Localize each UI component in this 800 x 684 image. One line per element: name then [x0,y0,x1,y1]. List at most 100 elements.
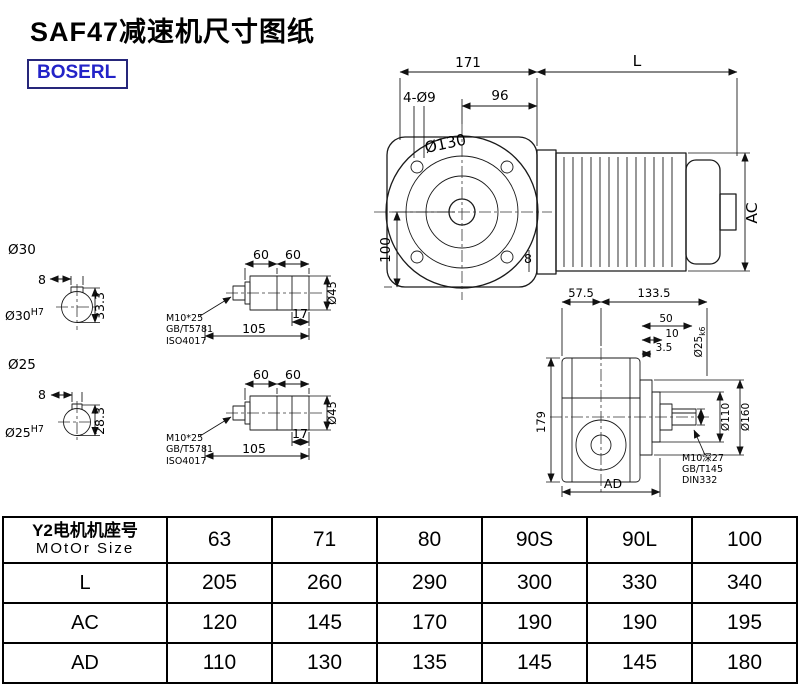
table-cell: 195 [691,602,798,644]
table-cell: 145 [586,642,693,684]
fan-cover-hub [719,193,737,231]
table-cell: 340 [691,562,798,604]
dim-AC: AC [743,202,761,223]
table-cell: 260 [271,562,378,604]
table-cell: 300 [481,562,588,604]
shaft-body [249,275,310,311]
bolt-note-gbt5781: GB/T5781 [166,444,213,455]
dim-d45: Ø45 [325,281,339,305]
bolt-hole [500,160,514,174]
section-label-d30: Ø30 [8,242,36,258]
tap-note-din332: DIN332 [682,475,717,486]
side-view: 57.5 133.5 50 10 3.5 Ø25k6 Ø110 Ø160 179… [534,286,752,497]
bolt-hole [410,160,424,174]
dim-3-5: 3.5 [656,342,673,354]
table-cell: 290 [376,562,483,604]
dim-17: 17 [292,306,308,321]
table-cell: 180 [691,642,798,684]
dim-96: 96 [491,88,508,104]
dim-d160: Ø160 [740,403,752,431]
dim-33-3: 33.3 [92,292,107,320]
dim-d110: Ø110 [720,403,732,431]
dim-d25k6: Ø25k6 [693,326,707,357]
row-label-ad: AD [2,642,168,684]
motor-fins [563,157,673,267]
table-cell: 170 [376,602,483,644]
dim-8-front: 8 [524,251,532,266]
row-label-l: L [2,562,168,604]
bolt-note-m10x25: M10*25 [166,433,203,444]
fit-label-d30h7: Ø30H7 [5,307,44,323]
bolt-note-iso4017: ISO4017 [166,336,207,347]
dim-60-b: 60 [285,367,301,382]
shaft-body [249,395,310,431]
shaft-section-25: Ø25 8 28.3 Ø25H7 [5,357,107,443]
table-cell: 145 [481,642,588,684]
table-cell: 120 [166,602,273,644]
dim-key-8b: 8 [38,387,46,402]
dim-L: L [633,52,642,70]
dim-AD: AD [604,476,622,491]
motor-size-90s: 90S [481,516,588,564]
bolt-note-iso4017: ISO4017 [166,456,207,467]
motor-end-bell [685,159,721,265]
dim-d45: Ø45 [325,401,339,425]
front-view [374,124,737,300]
table-cell: 190 [481,602,588,644]
bolt-hole [410,250,424,264]
tap-note-gbt145: GB/T145 [682,464,723,475]
dim-4xd9: 4-Ø9 [403,90,436,106]
dimension-table: Y2电机机座号 MOtOr Size 63 71 80 90S 90L 100 … [2,516,798,684]
dim-171: 171 [455,55,481,71]
front-view-dimensions: 171 L 96 4-Ø9 Ø130 100 AC 8 [378,52,761,288]
shaft-section-30: Ø30 8 33.3 Ø30H7 [5,242,107,330]
shaft-detail-top: 60 60 17 105 Ø45 M10*25 GB/T5781 ISO4017 [166,247,339,347]
table-row-motor-size: Y2电机机座号 MOtOr Size 63 71 80 90S 90L 100 [2,516,798,564]
section-label-d25: Ø25 [8,357,36,373]
motor-body [555,152,687,272]
dim-d25-fit: k6 [698,326,707,335]
motor-size-80: 80 [376,516,483,564]
page-title: SAF47减速机尺寸图纸 [30,17,316,47]
brand-logo-text: BOSERL [37,62,117,83]
dim-105: 105 [242,321,266,336]
motor-size-header-en: MOtOr Size [35,540,135,558]
motor-size-header-cn: Y2电机机座号 [32,521,138,541]
bolt-note-m10x25: M10*25 [166,313,203,324]
dim-60-a: 60 [253,247,269,262]
fit-label-d25h7: Ø25H7 [5,424,44,440]
table-row-l: L 205 260 290 300 330 340 [2,562,798,604]
motor-size-71: 71 [271,516,378,564]
dim-50: 50 [659,313,672,325]
dim-key-8: 8 [38,272,46,287]
table-row-ad: AD 110 130 135 145 145 180 [2,642,798,684]
dim-60-a: 60 [253,367,269,382]
tap-note-m10: M10深27 [682,453,724,464]
dim-57-5: 57.5 [568,286,594,300]
bolt-note-gbt5781: GB/T5781 [166,324,213,335]
bolt-hole [500,250,514,264]
table-cell: 145 [271,602,378,644]
input-flange [639,379,653,456]
motor-size-header: Y2电机机座号 MOtOr Size [2,516,168,564]
dim-133-5: 133.5 [638,286,671,300]
technical-drawing: 171 L 96 4-Ø9 Ø130 100 AC 8 Ø30 8 33.3 Ø… [5,52,761,497]
table-cell: 190 [586,602,693,644]
motor-size-100: 100 [691,516,798,564]
dim-17: 17 [292,426,308,441]
dim-d25-base: Ø25 [693,336,705,358]
dim-105: 105 [242,441,266,456]
fit-sup: H7 [31,424,44,435]
row-label-ac: AC [2,602,168,644]
brand-logo: BOSERL [27,59,129,89]
table-row-ac: AC 120 145 170 190 190 195 [2,602,798,644]
motor-size-90l: 90L [586,516,693,564]
motor-size-63: 63 [166,516,273,564]
fit-sup: H7 [31,307,44,318]
table-cell: 110 [166,642,273,684]
fit-base: Ø25 [5,425,31,440]
dim-10: 10 [665,328,678,340]
table-cell: 205 [166,562,273,604]
table-cell: 130 [271,642,378,684]
